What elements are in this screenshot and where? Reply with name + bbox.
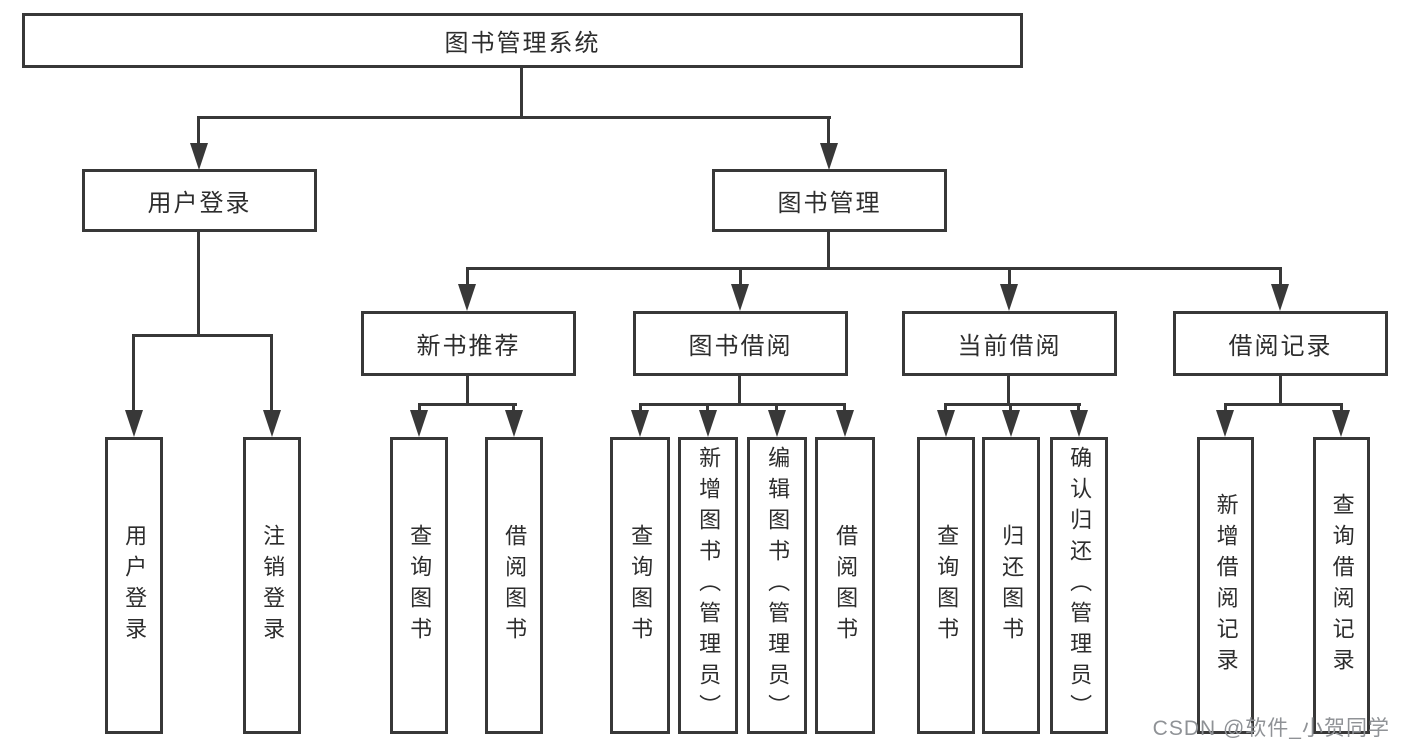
leaf-label: 编辑图书（管理员）	[765, 446, 791, 725]
connector-drop-current-borrow	[1008, 267, 1011, 290]
node-library-management-system: 图书管理系统	[22, 13, 1023, 68]
connector-book-management-bus	[466, 267, 1282, 270]
arrowhead-leaf	[699, 410, 717, 437]
leaf-label: 查询图书	[934, 523, 960, 648]
leaf-query-books: 查询图书	[610, 437, 670, 734]
leaf-label: 借阅图书	[833, 523, 859, 648]
leaf-label: 查询图书	[628, 523, 654, 648]
node-label-book-management: 图书管理	[777, 190, 882, 217]
node-current-borrowing: 当前借阅	[902, 311, 1117, 376]
connector-drop-leaf-user-login	[132, 334, 135, 414]
leaf-label: 新增图书（管理员）	[696, 446, 722, 725]
node-label-new-book-recommendation: 新书推荐	[416, 333, 521, 360]
connector-drop-leaf	[706, 403, 709, 415]
leaf-label: 注销登录	[260, 523, 286, 648]
arrowhead-leaf	[631, 410, 649, 437]
leaf-return-books: 归还图书	[982, 437, 1040, 734]
leaf-borrow-books: 借阅图书	[485, 437, 543, 734]
leaf-query-books: 查询图书	[390, 437, 448, 734]
node-new-book-recommendation: 新书推荐	[361, 311, 576, 376]
leaf-query-borrow-record: 查询借阅记录	[1313, 437, 1370, 734]
connector-drop-leaf	[1077, 403, 1080, 415]
leaf-label: 查询图书	[407, 523, 433, 648]
arrowhead-leaf	[768, 410, 786, 437]
arrowhead-leaf	[1216, 410, 1234, 437]
leaf-logout: 注销登录	[243, 437, 301, 734]
connector-drop-leaf	[1009, 403, 1012, 415]
leaf-label: 新增借阅记录	[1213, 492, 1239, 679]
leaf-query-books: 查询图书	[917, 437, 975, 734]
connector-drop-leaf	[1340, 403, 1343, 415]
connector-drop-leaf	[775, 403, 778, 415]
arrowhead-leaf	[1002, 410, 1020, 437]
connector-drop-borrow-records	[1279, 267, 1282, 290]
connector-drop-book-management	[827, 116, 830, 146]
connector-group-bus	[418, 403, 517, 406]
leaf-add-borrow-record: 新增借阅记录	[1197, 437, 1254, 734]
arrowhead-current-borrow	[1000, 284, 1018, 311]
leaf-confirm-return-admin: 确认归还（管理员）	[1050, 437, 1108, 734]
connector-drop-leaf-logout	[270, 334, 273, 414]
arrowhead-leaf	[937, 410, 955, 437]
arrowhead-book-borrow	[731, 284, 749, 311]
arrowhead-leaf	[1070, 410, 1088, 437]
connector-group-bus	[1224, 403, 1343, 406]
node-book-management: 图书管理	[712, 169, 947, 232]
leaf-add-books-admin: 新增图书（管理员）	[678, 437, 738, 734]
connector-drop-leaf	[512, 403, 515, 415]
connector-user-login-stem	[197, 230, 200, 337]
leaf-label: 借阅图书	[502, 523, 528, 648]
connector-group-stem	[738, 374, 741, 406]
arrowhead-leaf-logout	[263, 410, 281, 437]
arrowhead-book-management	[820, 143, 838, 170]
arrowhead-leaf	[410, 410, 428, 437]
connector-drop-leaf	[944, 403, 947, 415]
node-borrowing-records: 借阅记录	[1173, 311, 1388, 376]
arrowhead-leaf-user-login	[125, 410, 143, 437]
node-label-user-login: 用户登录	[147, 190, 252, 217]
connector-drop-book-borrow	[739, 267, 742, 290]
leaf-label: 用户登录	[122, 523, 148, 648]
connector-group-stem	[1007, 374, 1010, 406]
connector-drop-new-book	[466, 267, 469, 290]
node-label-current-borrowing: 当前借阅	[957, 333, 1062, 360]
connector-book-management-stem	[827, 230, 830, 270]
connector-group-bus	[639, 403, 846, 406]
node-label-book-borrowing: 图书借阅	[688, 333, 793, 360]
connector-drop-leaf	[843, 403, 846, 415]
node-label-root: 图书管理系统	[444, 30, 601, 57]
connector-drop-leaf	[418, 403, 421, 415]
leaf-user-login: 用户登录	[105, 437, 163, 734]
connector-drop-leaf	[639, 403, 642, 415]
connector-drop-user-login	[197, 116, 200, 146]
connector-root-bus	[198, 116, 831, 119]
arrowhead-leaf	[836, 410, 854, 437]
leaf-label: 确认归还（管理员）	[1067, 446, 1093, 725]
arrowhead-new-book	[458, 284, 476, 311]
csdn-watermark: CSDN @软件_小贺同学	[1152, 717, 1390, 740]
node-book-borrowing: 图书借阅	[633, 311, 848, 376]
arrowhead-user-login	[190, 143, 208, 170]
node-user-login: 用户登录	[82, 169, 317, 232]
connector-group-stem	[466, 374, 469, 406]
connector-user-login-bus	[132, 334, 273, 337]
leaf-label: 归还图书	[999, 523, 1025, 648]
connector-group-stem	[1279, 374, 1282, 406]
connector-root-stem	[520, 66, 523, 119]
node-label-borrowing-records: 借阅记录	[1228, 333, 1333, 360]
leaf-borrow-books: 借阅图书	[815, 437, 875, 734]
arrowhead-leaf	[1332, 410, 1350, 437]
connector-group-bus	[945, 403, 1081, 406]
leaf-label: 查询借阅记录	[1329, 492, 1355, 679]
arrowhead-borrow-records	[1271, 284, 1289, 311]
arrowhead-leaf	[505, 410, 523, 437]
leaf-edit-books-admin: 编辑图书（管理员）	[747, 437, 807, 734]
connector-drop-leaf	[1224, 403, 1227, 415]
